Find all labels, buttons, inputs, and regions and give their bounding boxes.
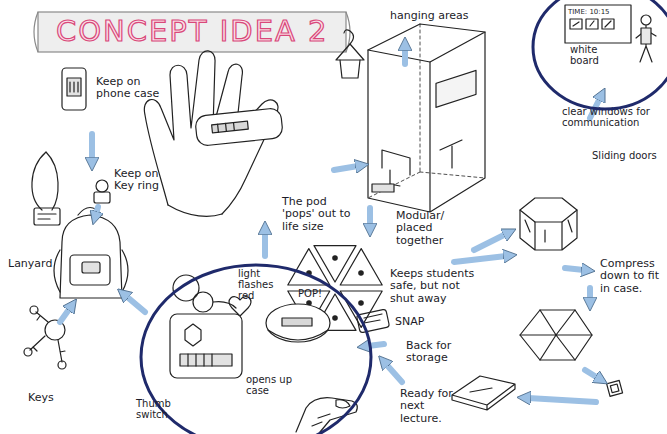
circled-detail: light flashes redPOP! opens up caseThumb … [138,262,374,434]
sketch-note: Keys [28,392,68,404]
sketch-note: Back for storage [406,340,464,365]
sketch-note: Ready for next lecture. [400,388,454,425]
sketch-note: SNAP [395,316,445,328]
oval-device-sketch [266,304,330,342]
detail-note: TIME: 10:15 [568,9,632,17]
sketch-title: CONCEPT IDEA 2 [56,14,328,48]
compressed-hex-sketch [520,310,592,360]
detail-note: opens up case [246,374,298,396]
detail-note: Thumb switch [136,398,188,420]
whiteboard-sketch [565,5,631,43]
circle-outline [141,265,371,434]
sketch-note: Keep on phone case [96,76,168,101]
sketch-note: Keep on Key ring [114,168,164,193]
keys-sketch [24,306,66,369]
circle-outline [533,0,667,109]
hand-sketch [144,51,283,217]
lanyard-sketch [32,152,60,225]
sketch-note: Modular/ placed together [396,210,478,247]
backpack-sketch [54,208,128,299]
hex-pod-sketch [520,198,577,250]
circled-detail: TIME: 10:15 white board [530,0,667,112]
case-sketch [452,376,623,410]
sketch-note: Sliding doors [592,150,662,161]
person-sketch [636,15,656,62]
thumb-sketch [296,398,357,432]
sketch-note: Lanyard [8,258,68,270]
detail-note: white board [570,44,614,66]
pod-cube-sketch [368,24,485,212]
sketch-note: Keeps students safe, but not shut away [390,268,486,305]
detail-note: light flashes red [238,268,292,302]
title-banner [34,12,350,52]
phone-sketch [62,68,86,110]
detail-note: POP! [298,288,338,299]
hanger-sketch [336,30,364,78]
sketch-note: hanging areas [390,10,490,22]
sketch-note: Compress down to fit in case. [600,258,664,295]
sketch-note: The pod 'pops' out to life size [282,196,356,233]
keyring-sketch [94,180,110,203]
